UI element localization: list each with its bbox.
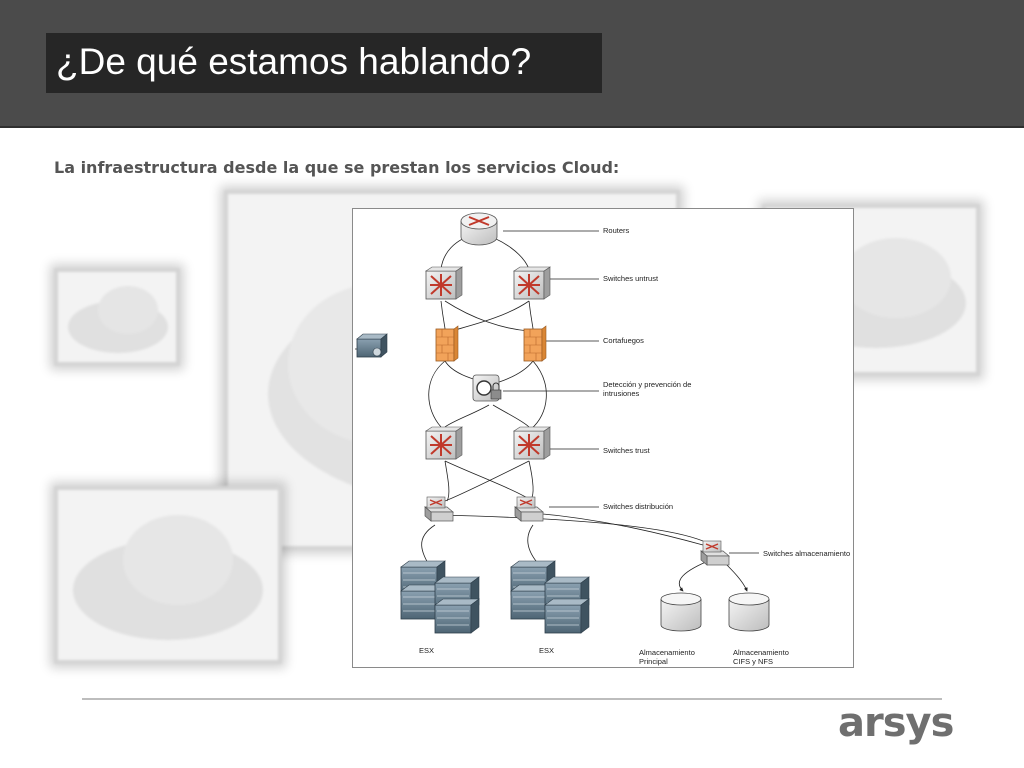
label-routers: Routers bbox=[603, 226, 630, 235]
switch-untrust-right-icon bbox=[513, 266, 551, 300]
slide-subtitle: La infraestructura desde la que se prest… bbox=[54, 158, 620, 177]
network-diagram: Routers Switches untrust Cortafuegos Det… bbox=[352, 208, 854, 668]
label-switches-almacenamiento: Switches almacenamiento bbox=[763, 549, 850, 558]
label-switches-trust: Switches trust bbox=[603, 446, 651, 455]
firewall-left-icon bbox=[435, 325, 459, 362]
ids-ips-icon bbox=[472, 374, 502, 402]
switch-trust-right-icon bbox=[513, 426, 551, 460]
switch-untrust-left-icon bbox=[425, 266, 463, 300]
label-storage-cifs-line2: CIFS y NFS bbox=[733, 657, 773, 666]
title-box: ¿De qué estamos hablando? bbox=[46, 33, 602, 93]
cloud-image-bottom-left bbox=[54, 486, 282, 664]
label-ids-line2: intrusiones bbox=[603, 389, 640, 398]
label-esx-left: ESX bbox=[419, 646, 434, 655]
label-esx-right: ESX bbox=[539, 646, 554, 655]
label-cortafuegos: Cortafuegos bbox=[603, 336, 644, 345]
esx-cluster-left-icon bbox=[400, 560, 480, 634]
label-switches-distribucion: Switches distribución bbox=[603, 502, 673, 511]
switch-trust-left-icon bbox=[425, 426, 463, 460]
esx-cluster-right-icon bbox=[510, 560, 590, 634]
monitoring-device-icon bbox=[356, 333, 388, 358]
label-storage-cifs-line1: Almacenamiento bbox=[733, 648, 789, 657]
arsys-logo: arsys bbox=[838, 700, 954, 746]
page-title: ¿De qué estamos hablando? bbox=[56, 41, 532, 82]
switch-distribution-right-icon bbox=[514, 496, 544, 522]
label-ids-line1: Detección y prevención de bbox=[603, 380, 691, 389]
label-switches-untrust: Switches untrust bbox=[603, 274, 659, 283]
label-storage-principal-line1: Almacenamiento bbox=[639, 648, 695, 657]
switch-storage-icon bbox=[700, 540, 730, 566]
switch-distribution-left-icon bbox=[424, 496, 454, 522]
router-icon bbox=[460, 212, 498, 246]
cloud-image-small bbox=[54, 268, 180, 366]
footer-divider bbox=[82, 698, 942, 700]
label-storage-principal-line2: Principal bbox=[639, 657, 668, 666]
firewall-right-icon bbox=[523, 325, 547, 362]
storage-principal-icon bbox=[660, 592, 702, 632]
title-bar: ¿De qué estamos hablando? bbox=[0, 0, 1024, 128]
storage-cifs-nfs-icon bbox=[728, 592, 770, 632]
